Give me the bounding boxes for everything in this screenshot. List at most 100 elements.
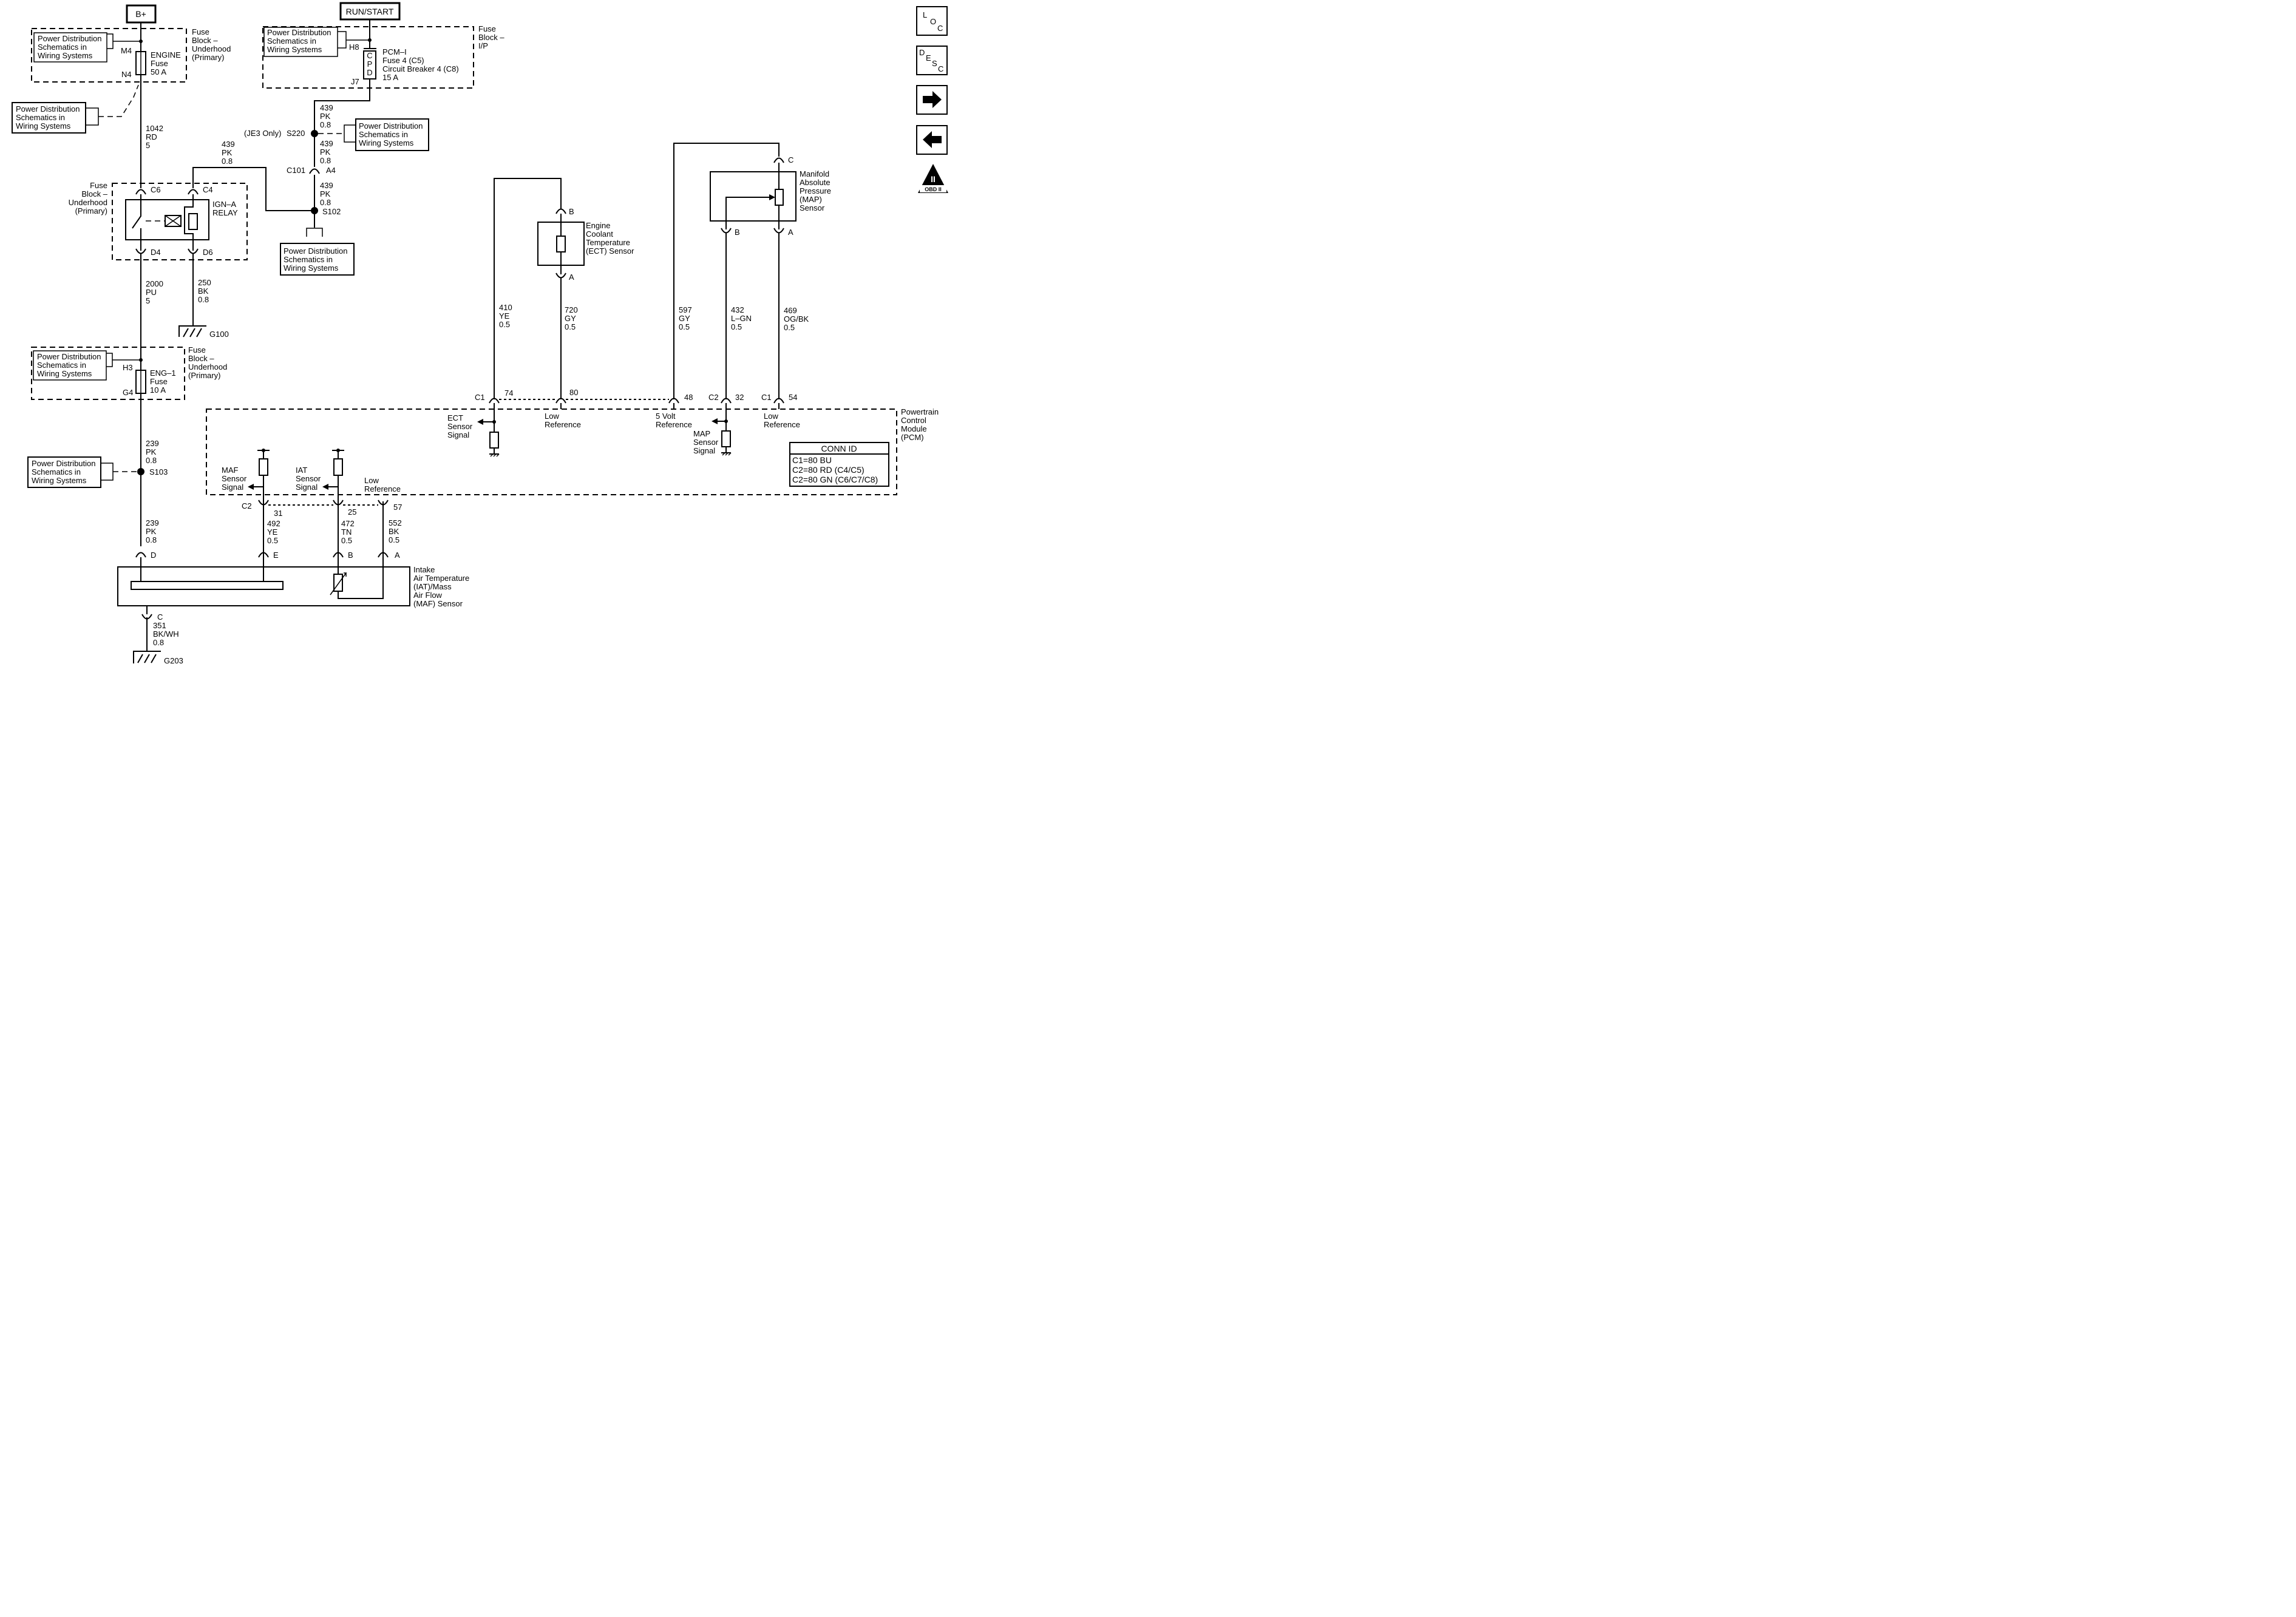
power-distribution-ref-5[interactable]: Power Distribution Schematics in Wiring … — [263, 27, 370, 57]
svg-text:E: E — [926, 53, 931, 63]
svg-text:Sensor: Sensor — [447, 422, 473, 431]
svg-text:D: D — [919, 48, 925, 57]
svg-text:CONN ID: CONN ID — [821, 444, 857, 453]
svg-text:Block –: Block – — [192, 36, 218, 45]
svg-text:Sensor: Sensor — [296, 474, 321, 483]
svg-text:Control: Control — [901, 416, 926, 425]
svg-text:S220: S220 — [287, 129, 305, 138]
svg-text:54: 54 — [789, 393, 797, 402]
svg-text:G4: G4 — [123, 388, 133, 397]
svg-text:0.8: 0.8 — [146, 456, 157, 465]
power-distribution-ref-6[interactable]: Power Distribution Schematics in Wiring … — [344, 118, 429, 151]
svg-text:Power Distribution: Power Distribution — [284, 246, 348, 256]
splice-s220 — [311, 130, 318, 137]
previous-button[interactable] — [916, 125, 948, 155]
svg-text:Schematics in: Schematics in — [37, 361, 86, 370]
svg-text:5: 5 — [146, 141, 150, 150]
svg-text:Wiring Systems: Wiring Systems — [38, 51, 93, 60]
svg-text:C: C — [937, 24, 943, 33]
svg-text:Low: Low — [764, 412, 778, 421]
power-distribution-ref-3[interactable]: Power Distribution Schematics in Wiring … — [33, 350, 141, 381]
pcm-maf-pullup: MAF Sensor Signal — [222, 449, 270, 501]
svg-text:P: P — [367, 59, 373, 69]
svg-text:552: 552 — [389, 518, 402, 527]
svg-text:597: 597 — [679, 305, 692, 314]
location-button[interactable]: L O C — [916, 6, 948, 36]
svg-text:C1=80 BU: C1=80 BU — [792, 455, 832, 465]
svg-text:O: O — [930, 17, 936, 26]
svg-text:Wiring Systems: Wiring Systems — [37, 369, 92, 378]
connector-d4 — [135, 248, 146, 254]
svg-text:D: D — [367, 68, 372, 77]
svg-text:(PCM): (PCM) — [901, 433, 924, 442]
svg-text:C: C — [157, 612, 163, 622]
svg-text:PU: PU — [146, 288, 157, 297]
svg-text:B: B — [348, 551, 353, 560]
svg-text:PK: PK — [320, 147, 331, 157]
svg-text:C2=80 RD (C4/C5): C2=80 RD (C4/C5) — [792, 465, 864, 475]
svg-text:Fuse: Fuse — [150, 377, 168, 386]
svg-text:ENG–1: ENG–1 — [150, 368, 176, 378]
description-button[interactable]: D E S C — [916, 46, 948, 75]
svg-text:239: 239 — [146, 439, 159, 448]
wire-label-439d: 439 PK 0.8 — [320, 181, 333, 207]
svg-text:Schematics in: Schematics in — [32, 467, 81, 476]
svg-text:410: 410 — [499, 303, 512, 312]
svg-text:L: L — [923, 10, 927, 19]
svg-text:0.8: 0.8 — [153, 638, 164, 647]
svg-text:M4: M4 — [121, 46, 132, 55]
fuse-block-ip — [262, 26, 474, 89]
svg-text:C2: C2 — [708, 393, 719, 402]
svg-text:GY: GY — [679, 314, 690, 323]
wire-439-relay-feed — [192, 167, 314, 211]
svg-text:31: 31 — [274, 509, 282, 518]
ground-g100: G100 — [178, 325, 229, 339]
svg-text:Signal: Signal — [693, 446, 715, 455]
svg-text:B: B — [569, 207, 574, 216]
power-distribution-ref-1[interactable]: Power Distribution Schematics in Wiring … — [33, 32, 141, 63]
svg-text:B: B — [735, 228, 740, 237]
power-distribution-ref-7[interactable]: Power Distribution Schematics in Wiring … — [280, 228, 355, 276]
wire-label-720: 720 GY 0.5 — [565, 305, 578, 331]
svg-text:Manifold: Manifold — [800, 169, 829, 178]
svg-text:469: 469 — [784, 306, 797, 315]
power-distribution-ref-2[interactable]: Power Distribution Schematics in Wiring … — [12, 84, 139, 134]
svg-text:Block –: Block – — [478, 33, 504, 42]
ign-a-relay: IGN–A RELAY — [125, 194, 238, 240]
fuse-block-underhood-label-mid: Fuse Block – Underhood (Primary) — [69, 181, 108, 215]
connector-c101: C101 A4 — [287, 166, 336, 182]
svg-text:(Primary): (Primary) — [192, 53, 224, 62]
svg-text:G203: G203 — [164, 656, 183, 665]
svg-text:Fuse: Fuse — [90, 181, 107, 190]
svg-text:PK: PK — [146, 447, 157, 456]
svg-text:0.5: 0.5 — [267, 536, 278, 545]
wire-label-492: 492 YE 0.5 — [267, 519, 280, 545]
svg-text:Fuse 4 (C5): Fuse 4 (C5) — [382, 56, 424, 65]
svg-text:5: 5 — [146, 296, 150, 305]
svg-text:0.8: 0.8 — [320, 156, 331, 165]
svg-text:10 A: 10 A — [150, 385, 166, 395]
svg-text:Sensor: Sensor — [693, 438, 719, 447]
svg-text:(Primary): (Primary) — [188, 371, 220, 380]
next-button[interactable] — [916, 85, 948, 115]
svg-text:432: 432 — [731, 305, 744, 314]
svg-text:BK: BK — [198, 286, 209, 296]
svg-text:Wiring Systems: Wiring Systems — [32, 476, 87, 485]
svg-text:(MAP): (MAP) — [800, 195, 822, 204]
svg-text:OBD II: OBD II — [925, 186, 942, 192]
wire-label-597: 597 GY 0.5 — [679, 305, 692, 331]
splice-s103 — [137, 468, 144, 475]
wire-label-250: 250 BK 0.8 — [198, 278, 211, 304]
svg-text:Reference: Reference — [764, 420, 800, 429]
svg-text:L–GN: L–GN — [731, 314, 752, 323]
run-start-power-source: RUN/START — [339, 2, 401, 21]
connector-map-c — [773, 157, 784, 163]
svg-text:RELAY: RELAY — [212, 208, 238, 217]
svg-text:48: 48 — [684, 393, 693, 402]
fuse-block-ip-label: Fuse Block – I/P — [478, 24, 504, 50]
power-distribution-ref-4[interactable]: Power Distribution Schematics in Wiring … — [27, 456, 137, 488]
svg-text:D: D — [151, 551, 156, 560]
svg-text:Sensor: Sensor — [800, 203, 825, 212]
arrow-right-icon — [923, 91, 942, 108]
svg-text:Schematics in: Schematics in — [267, 36, 316, 46]
